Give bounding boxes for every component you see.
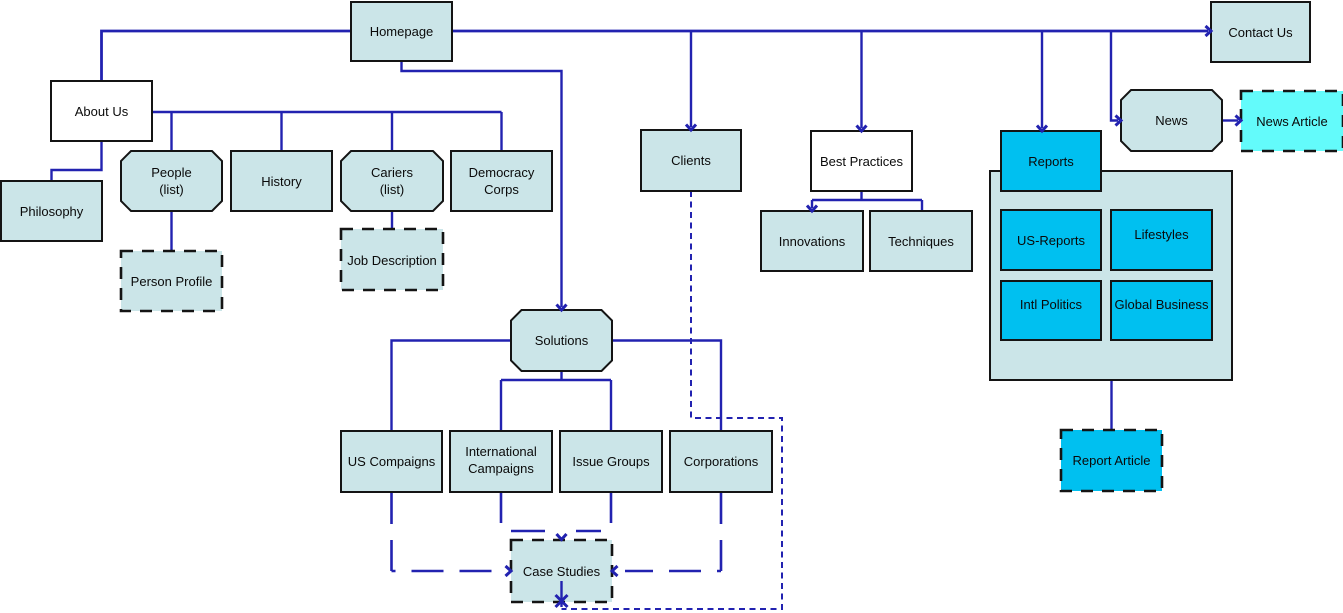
svg-text:(list): (list) — [380, 182, 405, 197]
svg-text:Corps: Corps — [484, 182, 519, 197]
svg-text:About Us: About Us — [75, 104, 129, 119]
svg-text:News: News — [1155, 113, 1188, 128]
svg-text:Person Profile: Person Profile — [131, 274, 213, 289]
svg-text:Best Practices: Best Practices — [820, 154, 904, 169]
svg-text:Job Description: Job Description — [347, 253, 437, 268]
svg-text:US Compaigns: US Compaigns — [348, 454, 436, 469]
svg-text:Reports: Reports — [1028, 154, 1074, 169]
svg-text:Contact Us: Contact Us — [1228, 25, 1293, 40]
svg-text:Cariers: Cariers — [371, 165, 413, 180]
svg-text:Case Studies: Case Studies — [523, 564, 601, 579]
svg-text:Issue Groups: Issue Groups — [572, 454, 650, 469]
svg-text:Lifestyles: Lifestyles — [1134, 227, 1189, 242]
svg-text:Corporations: Corporations — [684, 454, 759, 469]
svg-text:History: History — [261, 174, 302, 189]
svg-text:Solutions: Solutions — [535, 333, 589, 348]
svg-text:Campaigns: Campaigns — [468, 461, 534, 476]
svg-text:Intl Politics: Intl Politics — [1020, 297, 1083, 312]
svg-text:Philosophy: Philosophy — [20, 204, 84, 219]
svg-text:Homepage: Homepage — [370, 24, 434, 39]
svg-text:People: People — [151, 165, 191, 180]
svg-text:US-Reports: US-Reports — [1017, 233, 1085, 248]
svg-text:Techniques: Techniques — [888, 234, 954, 249]
svg-text:News Article: News Article — [1256, 114, 1328, 129]
svg-text:Innovations: Innovations — [779, 234, 846, 249]
svg-text:Democracy: Democracy — [469, 165, 535, 180]
svg-text:International: International — [465, 444, 537, 459]
svg-text:(list): (list) — [159, 182, 184, 197]
svg-text:Clients: Clients — [671, 153, 711, 168]
svg-text:Report Article: Report Article — [1072, 453, 1150, 468]
svg-text:Global Business: Global Business — [1115, 297, 1209, 312]
